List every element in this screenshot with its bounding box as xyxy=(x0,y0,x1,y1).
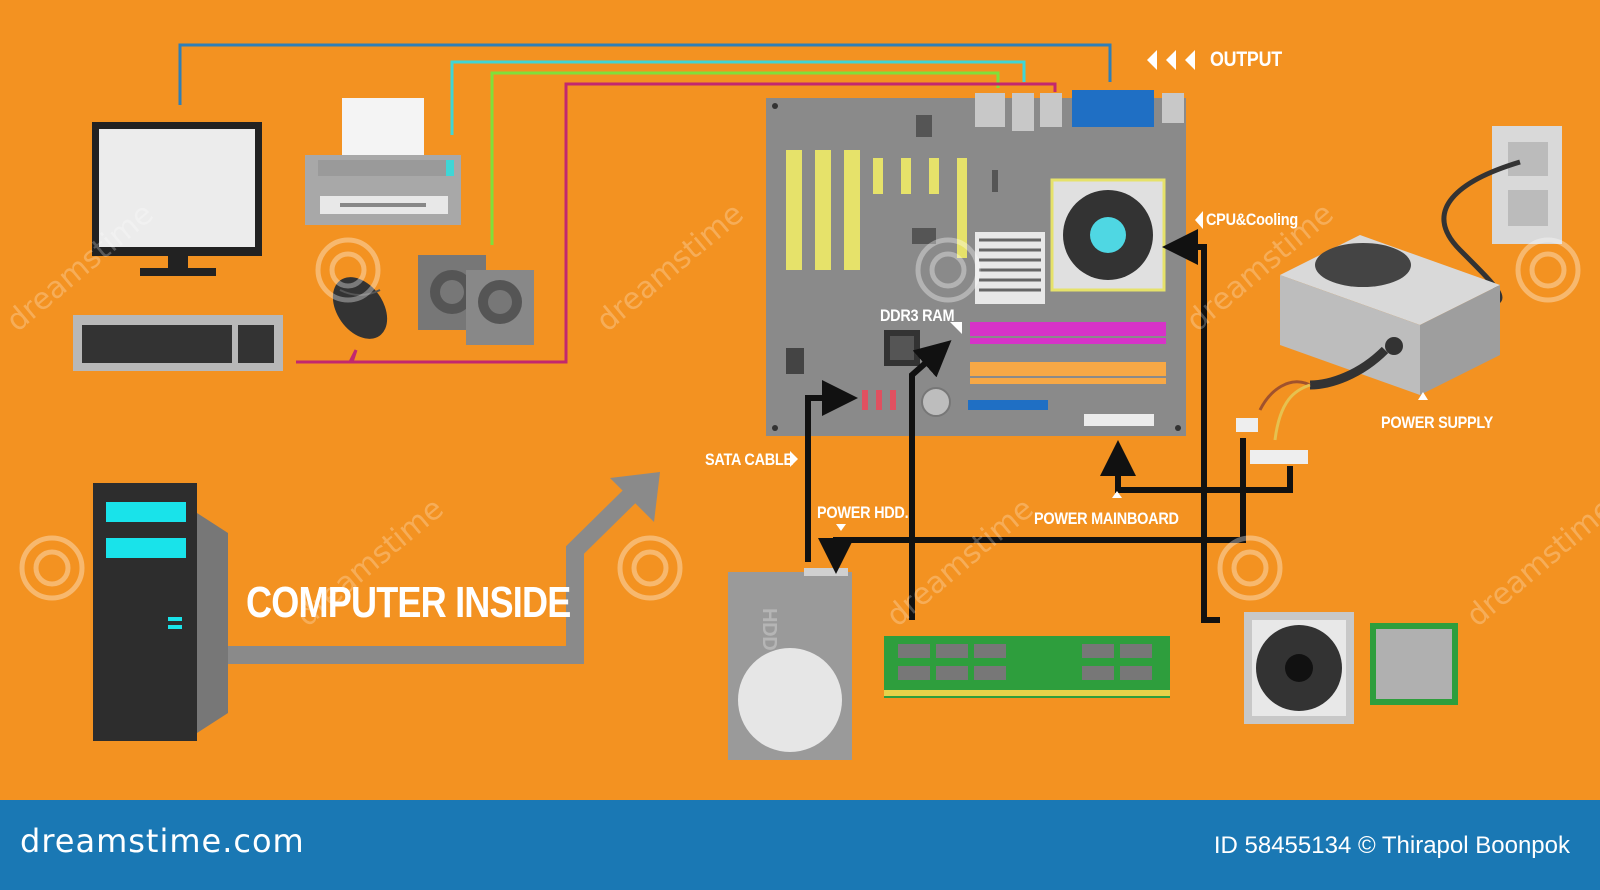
output-chevrons xyxy=(1147,50,1195,70)
diagram-artwork xyxy=(19,43,1581,760)
output-label: OUTPUT xyxy=(1210,48,1282,71)
computer-inside-arrowhead xyxy=(610,472,660,522)
monitor xyxy=(92,122,262,276)
speaker-cable xyxy=(490,71,1000,245)
keyboard-mouse-cable xyxy=(296,82,1057,364)
sata-arrow xyxy=(805,380,858,562)
motherboard xyxy=(766,90,1186,436)
ram-arrow xyxy=(909,340,952,620)
psu-cable-bundle xyxy=(1309,346,1389,390)
power-hdd-label: POWER HDD. xyxy=(817,503,909,522)
cpu-fan xyxy=(1244,612,1354,724)
printer-cable xyxy=(450,60,1026,135)
printer xyxy=(305,98,461,225)
wall-outlet xyxy=(1492,126,1562,244)
speakers xyxy=(418,255,534,345)
connection-arrows xyxy=(805,229,1293,623)
power-mainboard-label: POWER MAINBOARD xyxy=(1034,509,1179,528)
power-hdd-arrow xyxy=(818,438,1246,574)
keyboard xyxy=(73,315,283,371)
power-supply-label: POWER SUPPLY xyxy=(1381,413,1494,432)
ddr3-ram-label: DDR3 RAM xyxy=(880,306,955,325)
footer-brand: dreamstime.com xyxy=(20,822,305,860)
sata-cable-label: SATA CABLE xyxy=(705,450,793,469)
hdd-text: HDD xyxy=(758,608,780,651)
mouse xyxy=(332,277,388,339)
computer-inside-arrow xyxy=(228,481,645,664)
cpu-chip xyxy=(1370,623,1458,705)
peripheral-cables xyxy=(178,43,1112,364)
watermark-swirls xyxy=(19,237,1581,601)
cpu-cooling-label: CPU&Cooling xyxy=(1206,210,1298,229)
footer-bar: dreamstime.com ID 58455134 © Thirapol Bo… xyxy=(0,800,1600,890)
computer-inside-title: COMPUTER INSIDE xyxy=(246,578,571,627)
power-supply xyxy=(1280,235,1500,395)
footer-credit: ID 58455134 © Thirapol Boonpok xyxy=(1213,832,1570,859)
monitor-cable xyxy=(178,43,1112,105)
psu-connectors xyxy=(1236,380,1311,464)
tower-case xyxy=(93,483,228,741)
label-pointers xyxy=(790,211,1428,531)
ram-stick xyxy=(884,636,1170,698)
cpu-arrow xyxy=(1162,229,1220,623)
hard-drive xyxy=(728,568,852,760)
